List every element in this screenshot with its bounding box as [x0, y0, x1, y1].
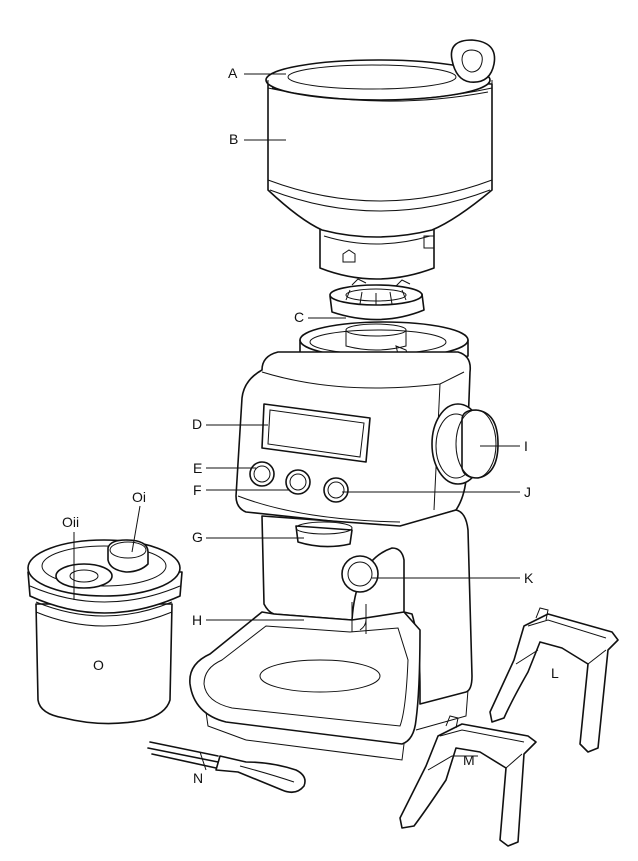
cleaning-brush — [147, 741, 306, 794]
side-dial — [431, 403, 499, 485]
grinds-container — [27, 539, 183, 725]
label-j: J — [524, 484, 531, 500]
centre-button — [285, 469, 311, 495]
leader-lines — [73, 73, 520, 621]
label-l: L — [551, 665, 559, 681]
label-d: D — [192, 416, 202, 432]
label-f: F — [193, 482, 202, 498]
portafilter-cradle-large — [489, 607, 619, 753]
label-oi: Oi — [132, 489, 146, 505]
label-k: K — [524, 570, 534, 586]
grinder-body — [189, 321, 473, 761]
label-m: M — [463, 752, 475, 768]
label-oii: Oii — [62, 514, 79, 530]
cradle-button — [341, 555, 379, 593]
label-a: A — [228, 65, 238, 81]
bean-hopper — [265, 59, 493, 280]
label-o: O — [93, 657, 104, 673]
right-button — [323, 477, 349, 503]
lid-handle-ring — [450, 39, 496, 83]
label-b: B — [229, 131, 238, 147]
label-g: G — [192, 529, 203, 545]
portafilter-cradle-small — [399, 715, 537, 847]
label-c: C — [294, 309, 304, 325]
label-e: E — [193, 460, 202, 476]
label-i: I — [524, 438, 528, 454]
start-pause-button — [249, 461, 275, 487]
label-h: H — [192, 612, 202, 628]
upper-burr — [329, 278, 425, 321]
label-n: N — [193, 770, 203, 786]
